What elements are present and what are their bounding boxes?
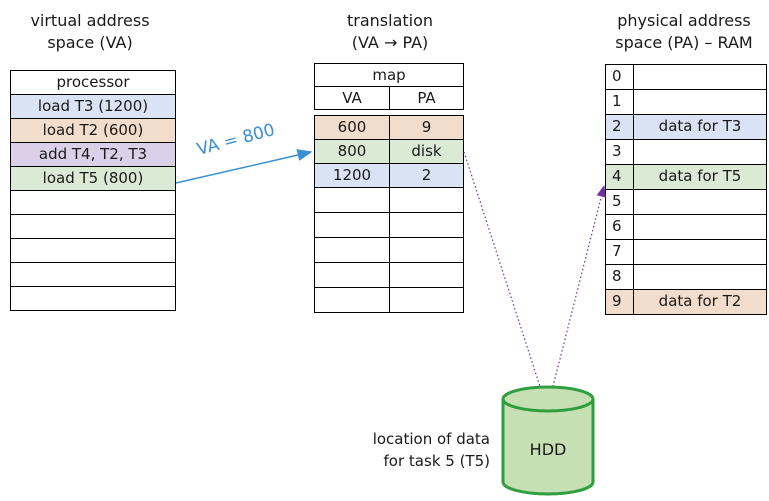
ram-content: data for T3 — [633, 114, 767, 140]
va-heading-line1: virtual address — [30, 11, 150, 30]
hdd-icon — [501, 385, 595, 496]
pa-heading-line2: space (PA) – RAM — [615, 33, 753, 52]
map-cell-pa: 2 — [389, 163, 464, 188]
pa-heading-line1: physical address — [617, 11, 751, 30]
ram-content: data for T5 — [633, 164, 767, 190]
hdd-label: HDD — [529, 440, 567, 459]
va-arrow — [175, 149, 313, 184]
hdd-caption-line2: for task 5 (T5) — [383, 452, 490, 470]
ram-content: data for T2 — [633, 289, 767, 315]
map-cell-pa — [389, 287, 464, 313]
hdd-caption: location of data for task 5 (T5) — [330, 428, 490, 472]
disk-to-hdd-arrow — [463, 151, 547, 404]
map-cell-pa: 9 — [389, 115, 464, 140]
translation-heading-line1: translation — [346, 11, 434, 30]
map-cell-va: 800 — [314, 139, 390, 164]
hdd-to-ram-arrow — [548, 184, 606, 403]
translation-heading-line2: (VA → PA) — [351, 33, 429, 52]
va-heading-line2: space (VA) — [47, 33, 133, 52]
map-cell-pa: disk — [389, 139, 464, 164]
processor-row — [10, 286, 176, 311]
pa-heading: physical address space (PA) – RAM — [600, 10, 768, 54]
hdd-caption-line1: location of data — [372, 430, 490, 448]
translation-heading: translation (VA → PA) — [310, 10, 470, 54]
map-col-pa: PA — [389, 86, 464, 110]
va-heading: virtual address space (VA) — [10, 10, 170, 54]
processor-row: load T5 (800) — [10, 166, 176, 191]
processor-row: load T3 (1200) — [10, 94, 176, 119]
